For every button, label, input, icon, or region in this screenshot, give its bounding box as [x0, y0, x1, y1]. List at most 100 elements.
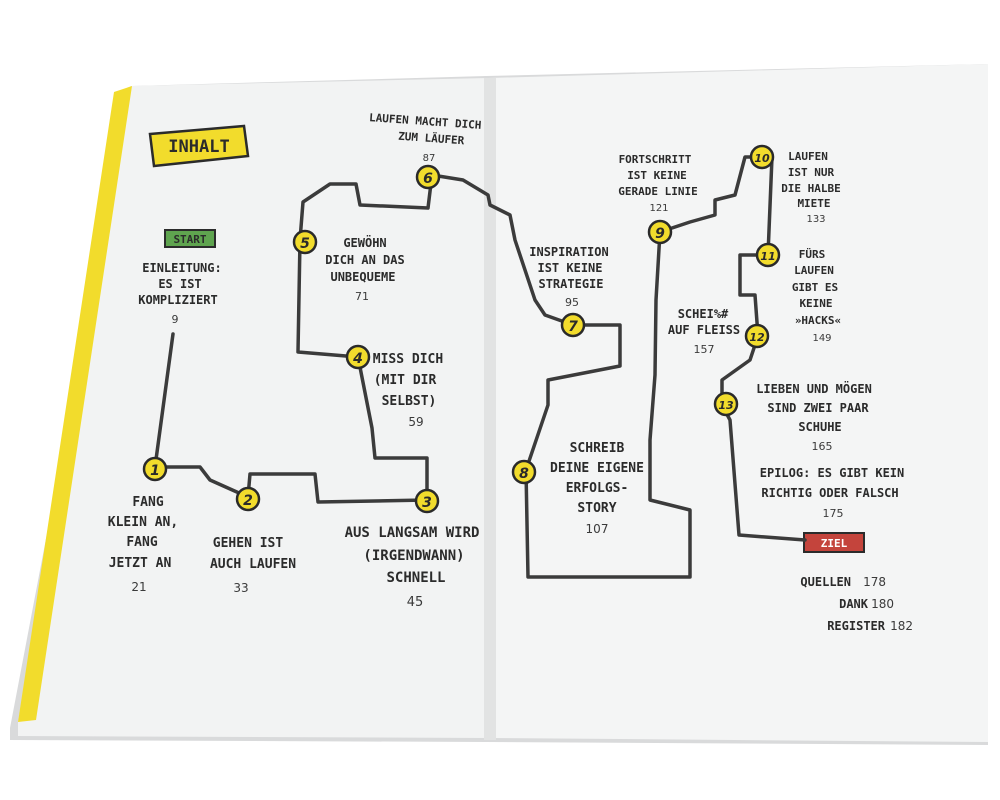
intro-label: EINLEITUNG: ES IST KOMPLIZIERT 9 [138, 261, 221, 326]
intro-line: KOMPLIZIERT [138, 293, 217, 307]
chapter-line: GERADE LINIE [618, 185, 697, 198]
epilog-page: 175 [823, 507, 844, 520]
chapter-line: SCHEI%# [678, 307, 729, 321]
chapter-line: GEHEN IST [213, 536, 284, 551]
title-badge: INHALT [148, 124, 250, 168]
chapter-line: FANG [132, 495, 163, 510]
station-markers: 1 2 3 4 5 6 7 8 9 10 11 12 13 [142, 144, 781, 514]
chapter-3-label: AUS LANGSAM WIRD (IRGENDWANN) SCHNELL 45 [345, 525, 480, 610]
station-7-number: 7 [568, 319, 578, 335]
chapter-line: GEWÖHN [343, 235, 386, 250]
chapter-line: ERFOLGS- [566, 481, 629, 496]
station-12-number: 12 [749, 331, 765, 344]
backmatter-label: REGISTER [827, 619, 886, 633]
chapter-line: SCHNELL [386, 570, 445, 586]
chapter-8-label: SCHREIB DEINE EIGENE ERFOLGS- STORY 107 [550, 441, 644, 536]
ziel-badge: ZIEL [803, 532, 865, 553]
chapter-9-label: FORTSCHRITT IST KEINE GERADE LINIE 121 [618, 153, 697, 214]
station-5: 5 [292, 229, 318, 255]
station-6-number: 6 [423, 171, 433, 187]
station-12: 12 [744, 323, 770, 349]
ziel-label: ZIEL [821, 537, 848, 550]
backmatter-page: 178 [863, 575, 886, 589]
intro-page: 9 [172, 313, 179, 326]
chapter-line: MIETE [797, 197, 830, 210]
station-1-number: 1 [150, 463, 160, 479]
chapter-line: AUS LANGSAM WIRD [345, 525, 480, 541]
chapter-line: (IRGENDWANN) [363, 548, 464, 564]
station-6: 6 [415, 164, 441, 190]
chapter-line: FANG [126, 535, 157, 550]
chapter-page: 149 [812, 333, 831, 344]
chapter-line: FORTSCHRITT [619, 153, 692, 166]
chapter-line: SCHUHE [798, 420, 841, 434]
chapter-line: LAUFEN [794, 264, 834, 277]
backmatter-page: 180 [871, 597, 894, 611]
chapter-2-label: GEHEN IST AUCH LAUFEN 33 [210, 536, 296, 595]
chapter-line: IST KEINE [537, 261, 602, 275]
chapter-line: ZUM LÄUFER [398, 129, 465, 148]
chapter-page: 165 [812, 440, 833, 453]
epilog-label: EPILOG: ES GIBT KEIN RICHTIG ODER FALSCH… [760, 466, 905, 520]
chapter-line: DIE HALBE [781, 182, 841, 195]
station-13: 13 [713, 391, 739, 417]
chapter-line: DEINE EIGENE [550, 461, 644, 476]
chapter-page: 133 [806, 214, 825, 225]
station-1: 1 [142, 456, 168, 482]
start-badge: START [164, 229, 216, 248]
chapter-line: KLEIN AN, [108, 515, 178, 530]
chapter-5-label: GEWÖHN DICH AN DAS UNBEQUEME 71 [325, 235, 404, 303]
chapter-4-label: MISS DICH (MIT DIR SELBST) 59 [373, 352, 443, 429]
station-10: 10 [749, 144, 775, 170]
chapter-line: IST NUR [788, 166, 835, 179]
backmatter-list: QUELLEN 178 DANK 180 REGISTER 182 [800, 575, 913, 633]
chapter-page: 107 [586, 522, 609, 536]
station-7: 7 [560, 312, 586, 338]
chapter-line: »HACKS« [795, 314, 841, 327]
station-11-number: 11 [760, 250, 775, 263]
chapter-line: LAUFEN [788, 150, 828, 163]
station-3: 3 [414, 488, 440, 514]
station-10-number: 10 [754, 152, 770, 165]
book-gutter [484, 78, 496, 740]
chapter-line: FÜRS [799, 247, 826, 261]
chapter-line: MISS DICH [373, 352, 443, 367]
epilog-line: EPILOG: ES GIBT KEIN [760, 466, 905, 480]
left-page [18, 78, 488, 738]
station-8: 8 [511, 459, 537, 485]
station-4: 4 [345, 344, 371, 370]
chapter-7-label: INSPIRATION IST KEINE STRATEGIE 95 [529, 245, 608, 309]
chapter-11-label: FÜRS LAUFEN GIBT ES KEINE »HACKS« 149 [792, 247, 841, 344]
chapter-line: SIND ZWEI PAAR [767, 401, 869, 415]
chapter-line: INSPIRATION [529, 245, 608, 259]
chapter-line: GIBT ES [792, 281, 838, 294]
station-2-number: 2 [243, 493, 253, 509]
station-4-number: 4 [352, 351, 363, 367]
station-11: 11 [755, 242, 781, 268]
chapter-page: 87 [423, 153, 436, 164]
chapter-page: 59 [408, 415, 423, 429]
chapter-line: (MIT DIR [374, 373, 437, 388]
intro-line: ES IST [158, 277, 201, 291]
station-9: 9 [647, 219, 673, 245]
station-8-number: 8 [519, 466, 529, 482]
station-5-number: 5 [300, 236, 310, 252]
chapter-page: 121 [649, 203, 668, 214]
chapter-page: 95 [565, 296, 579, 309]
chapter-line: UNBEQUEME [330, 270, 395, 284]
chapter-page: 21 [131, 580, 146, 594]
backmatter-page: 182 [890, 619, 913, 633]
backmatter-label: QUELLEN [800, 575, 851, 589]
chapter-line: AUCH LAUFEN [210, 557, 296, 572]
chapter-line: SELBST) [382, 394, 437, 409]
intro-line: EINLEITUNG: [142, 261, 221, 275]
chapter-page: 33 [233, 581, 248, 595]
chapter-line: JETZT AN [109, 556, 172, 571]
backmatter-label: DANK [839, 597, 869, 611]
chapter-line: LIEBEN UND MÖGEN [756, 381, 872, 396]
chapter-page: 157 [694, 343, 715, 356]
chapter-line: SCHREIB [570, 441, 625, 456]
chapter-line: STORY [577, 501, 616, 516]
start-label: START [173, 233, 206, 246]
